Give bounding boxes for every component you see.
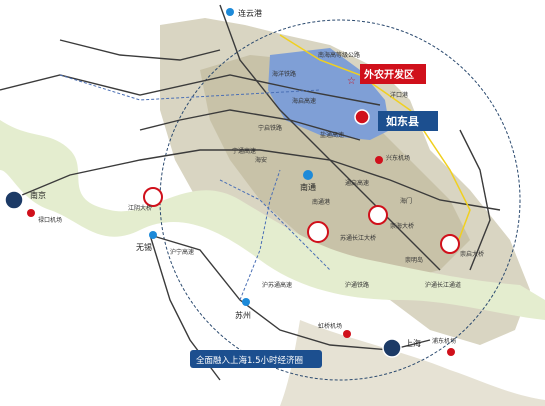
city-shanghai: 上海 (405, 338, 421, 348)
airports (27, 156, 455, 356)
lianyungang-dot (226, 8, 234, 16)
place-haimen: 海门 (400, 197, 412, 205)
bridge-sutong: 苏通长江大桥 (340, 234, 376, 242)
highlight-tag-box (360, 64, 426, 84)
railways (59, 74, 331, 301)
coastal-road (279, 34, 471, 251)
road-sugao: 沪苏通高速 (262, 281, 292, 289)
city-haian: 海安 (255, 156, 267, 164)
airport-pudong: 浦东机场 (432, 337, 456, 345)
yangtze-river (0, 120, 545, 320)
airport-lukou: 禄口机场 (38, 216, 62, 224)
road-yangkou: 洋口港 (390, 91, 408, 99)
bridge-chonghai: 崇海大桥 (390, 222, 414, 230)
rudong-label-box (378, 111, 438, 131)
city-lianyungang: 连云港 (238, 8, 262, 18)
road-gaosu-top: 南海高等级公路 (318, 51, 360, 59)
road-channel: 沪通长江通道 (425, 281, 461, 289)
city-nantong: 南通 (300, 182, 316, 192)
nantong-dot (303, 170, 313, 180)
circle-label: 全面融入上海1.5小时经济圈 (196, 355, 303, 366)
road-haiyang-rail: 海洋铁路 (272, 70, 296, 78)
land-inner (200, 55, 470, 280)
bridge-chongqi: 崇启大桥 (460, 250, 484, 258)
place-chongming: 崇明岛 (405, 256, 423, 264)
highlight-tag: 外农开发区 (363, 68, 414, 81)
bridges (143, 187, 460, 254)
place-nantong-ss: 南通港 (312, 198, 330, 206)
city-wuxi: 无锡 (136, 243, 152, 252)
city-suzhou: 苏州 (235, 310, 251, 320)
airport-xingdong: 兴东机场 (386, 154, 410, 162)
suzhou-dot (242, 298, 250, 306)
shanghai-dot (382, 338, 402, 358)
coast-bottom (280, 320, 545, 406)
road-yantong: 盐通高速 (320, 131, 344, 139)
nanjing-dot (4, 190, 24, 210)
road-hurong: 沪宁高速 (170, 248, 194, 256)
city-nanjing: 南京 (30, 190, 46, 200)
rudong-dot (354, 109, 370, 125)
wuxi-dot (149, 231, 157, 239)
road-lianshen: 沪通铁路 (345, 281, 369, 289)
airport-hongqiao: 虹桥机场 (318, 322, 342, 330)
road-xintong: 通启高速 (345, 179, 369, 187)
road-haiqi: 海启高速 (292, 97, 316, 105)
rudong-label: 如东县 (386, 114, 419, 128)
circle-label-box (190, 350, 322, 368)
road-ning-rail: 宁启铁路 (258, 124, 282, 132)
highlight-star: ☆ (347, 76, 356, 87)
bridge-jiangyin: 江阴大桥 (128, 204, 152, 212)
road-ning-gaosu: 宁通高速 (232, 147, 256, 155)
